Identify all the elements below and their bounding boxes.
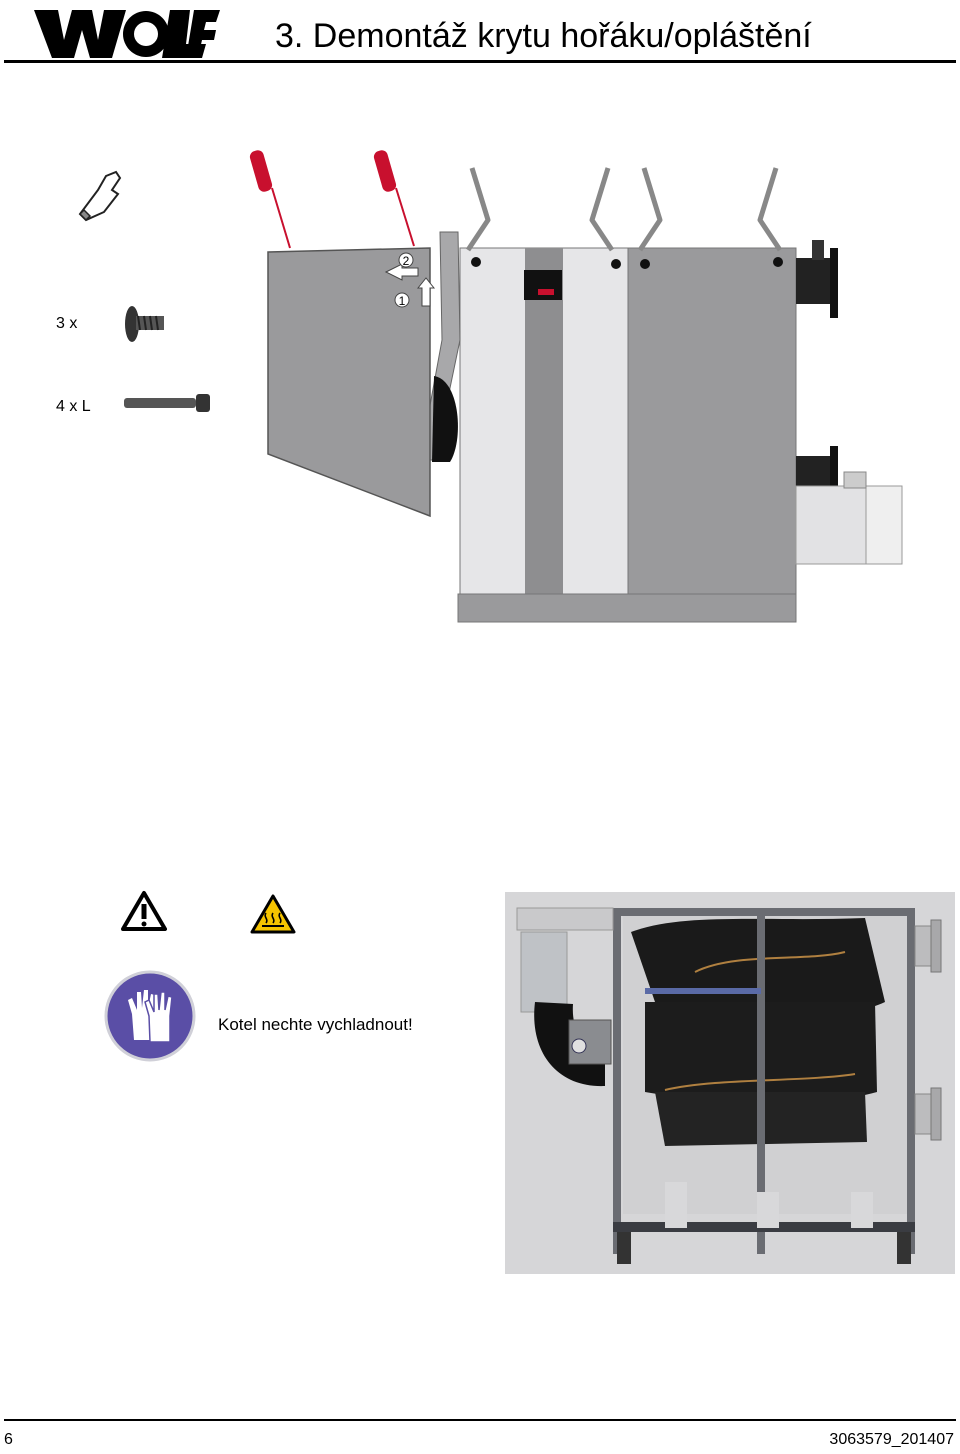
screw-short-icon — [125, 306, 164, 342]
step-2-label: 2 — [403, 254, 410, 268]
screw-long-count: 4 x L — [56, 398, 91, 415]
header-divider — [4, 60, 956, 63]
hand-glove-icon — [78, 170, 122, 222]
screw-short-count: 3 x — [56, 315, 78, 332]
page-title: 3. Demontáž krytu hořáku/opláštění — [275, 17, 812, 55]
screwdriver-icon — [373, 150, 415, 247]
wolf-logo — [34, 10, 220, 58]
boiler-diagram: 2 1 — [78, 150, 903, 623]
warning-triangle-icon — [121, 891, 167, 931]
footer-divider — [4, 1419, 956, 1421]
document-code: 3063579_201407 — [829, 1431, 954, 1448]
screw-long-icon — [124, 394, 210, 412]
hot-surface-icon — [250, 894, 296, 934]
boiler-photo — [505, 892, 955, 1274]
protective-gloves-icon — [104, 970, 196, 1062]
page-number: 6 — [4, 1431, 13, 1448]
screwdriver-icon — [249, 150, 291, 249]
step-1-label: 1 — [399, 294, 406, 308]
cooling-note: Kotel nechte vychladnout! — [218, 1015, 413, 1034]
